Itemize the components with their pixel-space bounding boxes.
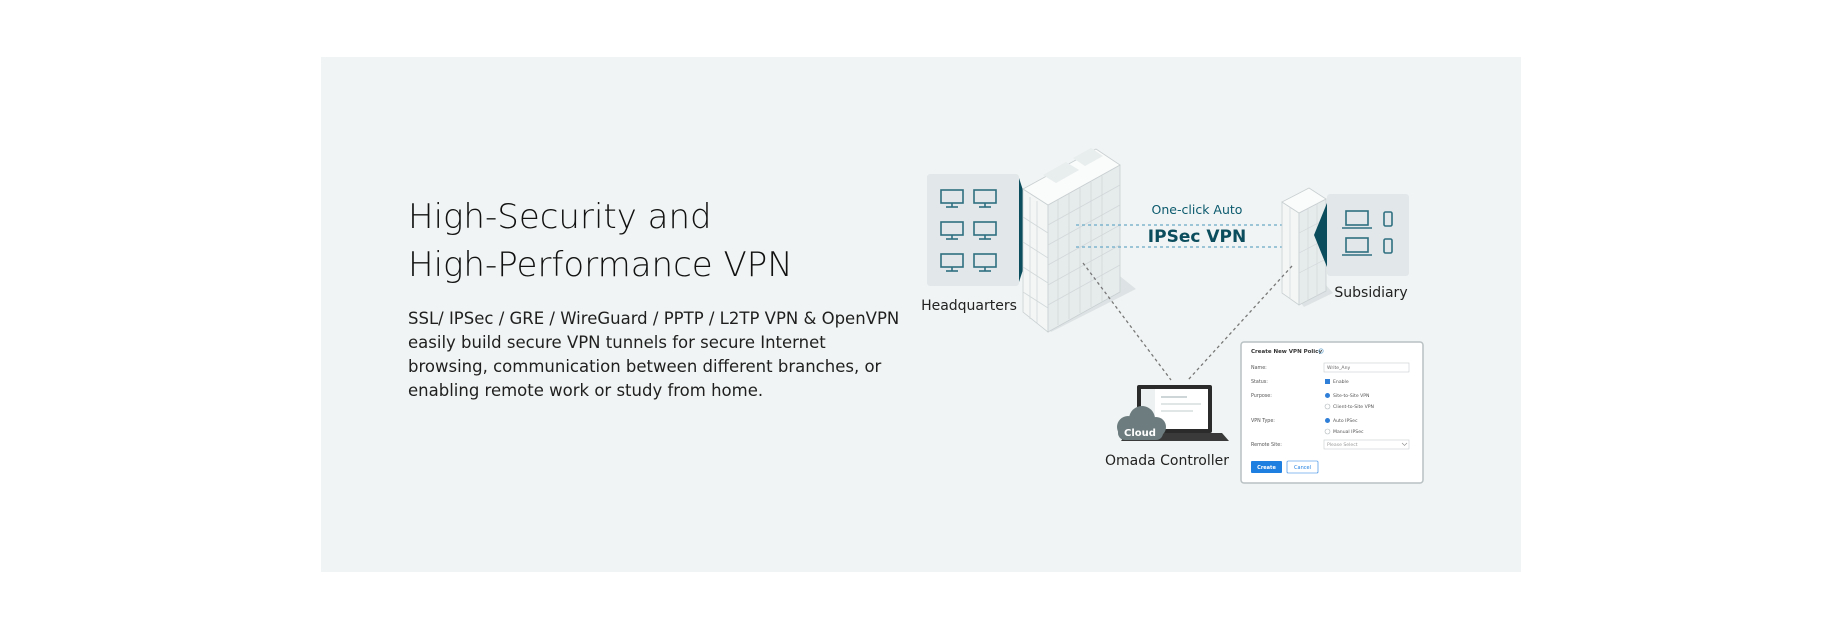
status-label: Status: (1251, 379, 1268, 385)
description-line: easily build secure VPN tunnels for secu… (408, 333, 826, 352)
headquarters-label: Headquarters (921, 298, 1017, 314)
status-checkbox[interactable] (1325, 379, 1330, 384)
vpn-type-option: Manual IPSec (1333, 429, 1364, 435)
desktop-icon (940, 189, 997, 272)
vpn-topology-diagram: Headquarters One-click Auto IPSec VPN (921, 148, 1424, 484)
vpn-policy-form: Create New VPN Policy Name: Write_Any St… (1240, 341, 1424, 484)
vpn-type-field-label: VPN Type: (1251, 418, 1275, 424)
vpn-caption: One-click Auto (1152, 202, 1243, 217)
purpose-option: Client-to-Site VPN (1333, 404, 1374, 410)
remote-site-label: Remote Site: (1251, 442, 1282, 448)
vpn-type-radio-selected[interactable] (1325, 418, 1330, 423)
description-line: browsing, communication between differen… (408, 357, 882, 376)
title-line: High-Performance VPN (408, 245, 793, 285)
purpose-radio[interactable] (1324, 403, 1331, 410)
cancel-button-label: Cancel (1294, 465, 1311, 471)
vpn-type-label: IPSec VPN (1148, 227, 1246, 247)
create-button-label: Create (1257, 465, 1276, 471)
cloud-label: Cloud (1124, 428, 1156, 439)
cancel-button[interactable] (1286, 460, 1319, 474)
arrow-icon (1314, 203, 1327, 267)
headquarters-building-icon (1022, 148, 1136, 333)
vpn-type-radio[interactable] (1324, 428, 1331, 435)
description-line: enabling remote work or study from home. (408, 381, 764, 400)
remote-site-select[interactable] (1323, 439, 1410, 450)
purpose-label: Purpose: (1251, 393, 1272, 399)
headquarters-device-card (927, 174, 1036, 286)
purpose-option: Site-to-Site VPN (1333, 393, 1369, 399)
title-line: High-Security and (408, 197, 712, 237)
subsidiary-device-card (1314, 194, 1409, 276)
feature-panel: High-Security and High-Performance VPN S… (321, 57, 1521, 572)
subsidiary-label: Subsidiary (1334, 285, 1407, 301)
remote-site-placeholder: Please Select (1327, 442, 1358, 448)
purpose-radio-selected[interactable] (1325, 393, 1330, 398)
cloud-icon (1117, 406, 1166, 440)
form-title: Create New VPN Policy (1251, 349, 1322, 355)
status-option: Enable (1333, 379, 1349, 385)
description-line: SSL/ IPSec / GRE / WireGuard / PPTP / L2… (408, 309, 900, 328)
chevron-down-icon (1401, 442, 1408, 446)
feature-description: SSL/ IPSec / GRE / WireGuard / PPTP / L2… (408, 307, 908, 403)
laptop-icon (1342, 210, 1372, 256)
info-icon (1318, 348, 1324, 354)
name-label: Name: (1251, 365, 1267, 371)
vpn-type-option: Auto IPSec (1333, 418, 1358, 424)
name-input[interactable] (1323, 362, 1410, 373)
create-button[interactable] (1251, 461, 1282, 473)
feature-title: High-Security and High-Performance VPN (408, 193, 868, 289)
controller-link (1082, 262, 1293, 381)
controller-label: Omada Controller (1105, 453, 1229, 469)
name-value: Write_Any (1327, 365, 1350, 371)
phone-icon (1383, 211, 1393, 254)
